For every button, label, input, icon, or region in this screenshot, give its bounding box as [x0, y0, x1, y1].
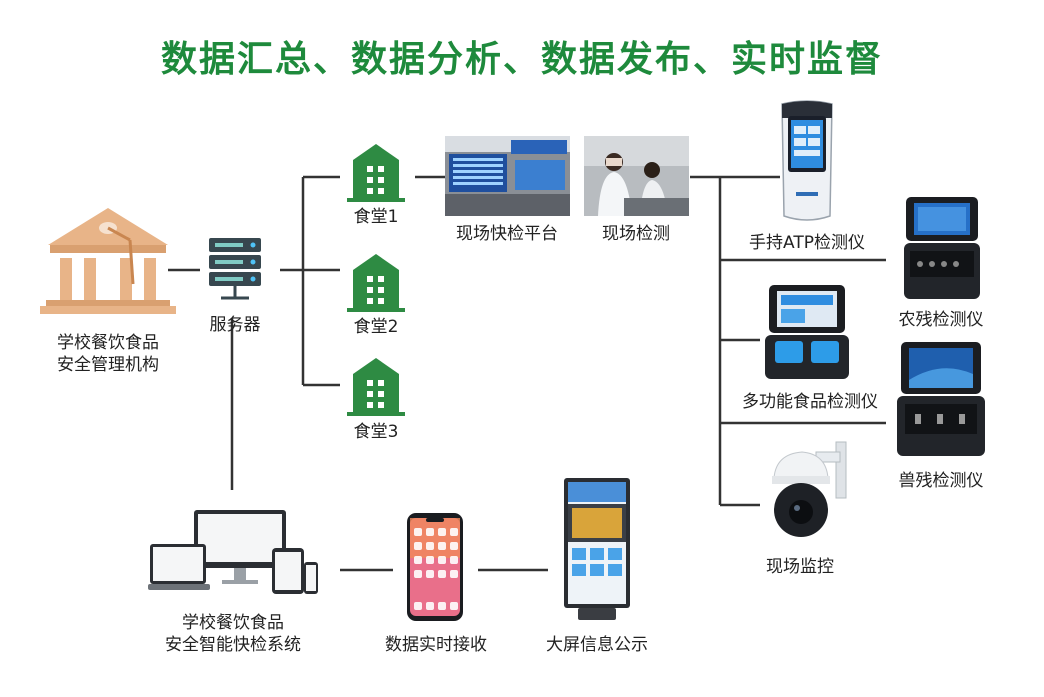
screen-label: 大屏信息公示	[546, 635, 648, 655]
pesticide-detector-icon	[904, 197, 980, 299]
server-label: 服务器	[209, 315, 261, 335]
platform-label: 现场快检平台	[456, 224, 558, 244]
server-icon	[209, 238, 261, 300]
page-title: 数据汇总、数据分析、数据发布、实时监督	[160, 39, 883, 80]
atp-label: 手持ATP检测仪	[749, 233, 865, 253]
canteen3-label: 食堂3	[353, 422, 399, 442]
system-label: 学校餐饮食品安全智能快检系统	[165, 613, 301, 655]
pesticide-label: 农残检测仪	[898, 310, 984, 330]
onsite-test-photo	[584, 136, 689, 216]
multi-detector-icon	[765, 285, 849, 379]
platform-photo	[445, 136, 570, 216]
canteen2-label: 食堂2	[353, 317, 399, 337]
vet-detector-icon	[897, 342, 985, 456]
phone-icon	[407, 513, 463, 621]
camera-icon	[772, 441, 847, 537]
display-kiosk-icon	[564, 478, 630, 620]
devices-cluster-icon	[148, 510, 318, 594]
onsite-test-label: 现场检测	[602, 224, 670, 244]
phone-label: 数据实时接收	[385, 635, 487, 655]
authority-label: 学校餐饮食品安全管理机构	[57, 333, 159, 375]
camera-label: 现场监控	[766, 557, 834, 577]
multi-label: 多功能食品检测仪	[742, 392, 878, 412]
canteen-building-icon	[347, 358, 405, 416]
canteen-building-icon	[347, 254, 405, 312]
vet-label: 兽残检测仪	[898, 471, 984, 491]
canteen-building-icon	[347, 144, 405, 202]
school-building-icon	[40, 208, 176, 314]
atp-device-icon	[781, 100, 833, 221]
canteen1-label: 食堂1	[353, 207, 399, 227]
